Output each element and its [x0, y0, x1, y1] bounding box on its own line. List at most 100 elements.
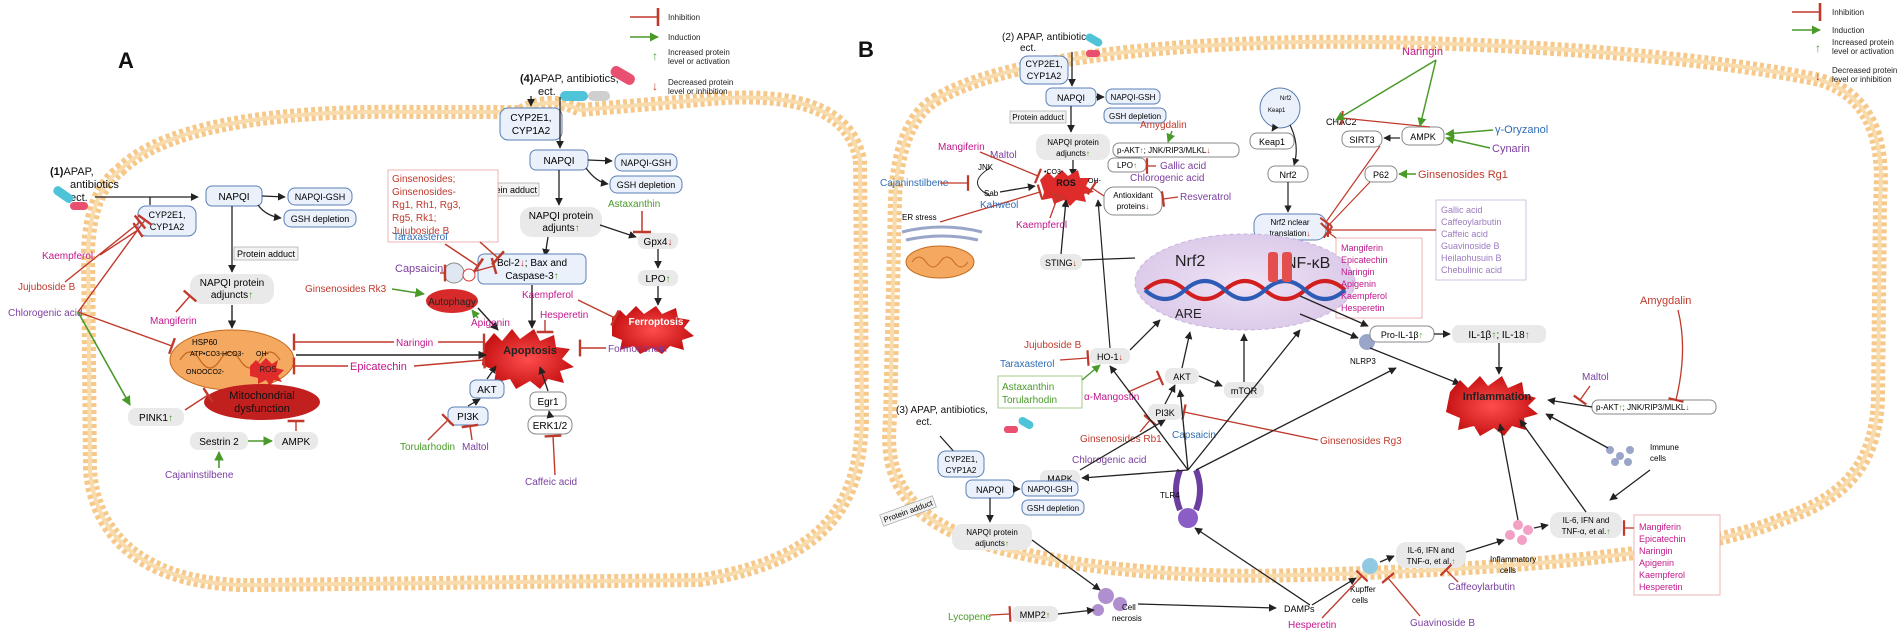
svg-text:adjunts↑: adjunts↑ — [542, 223, 579, 234]
svg-text:Maltol: Maltol — [1582, 372, 1609, 383]
svg-text:mTOR: mTOR — [1231, 386, 1258, 396]
svg-text:AKT: AKT — [1173, 372, 1191, 382]
svg-text:AMPK: AMPK — [282, 437, 311, 448]
compound-list-item: Kaempferol — [1639, 570, 1685, 580]
svg-text:Egr1: Egr1 — [537, 397, 559, 408]
svg-text:NAPQI protein: NAPQI protein — [966, 528, 1018, 537]
svg-text:PI3K: PI3K — [1155, 408, 1175, 418]
svg-text:CYP2E1,: CYP2E1, — [510, 113, 551, 124]
svg-text:Nrf2: Nrf2 — [1280, 96, 1292, 102]
svg-text:Pro-IL-1β↑: Pro-IL-1β↑ — [1381, 330, 1423, 340]
svg-text:Nrf2 nclear: Nrf2 nclear — [1270, 218, 1309, 227]
svg-text:ERK1/2: ERK1/2 — [533, 421, 568, 432]
svg-text:Protein adduct: Protein adduct — [479, 185, 538, 195]
compound-list-item: Kaempferol — [1341, 291, 1387, 301]
svg-text:Induction: Induction — [1832, 26, 1864, 35]
svg-text:OH-: OH- — [256, 351, 270, 358]
svg-text:cells: cells — [1650, 454, 1666, 463]
svg-text:Rg5, Rk1;: Rg5, Rk1; — [392, 213, 436, 224]
svg-text:α-Mangostin: α-Mangostin — [1084, 392, 1139, 403]
svg-text:adjuncts↑: adjuncts↑ — [1056, 149, 1090, 158]
svg-text:CYP1A2: CYP1A2 — [150, 222, 185, 232]
svg-text:Apoptosis: Apoptosis — [503, 345, 557, 357]
svg-text:Keap1: Keap1 — [1259, 137, 1285, 147]
svg-text:necrosis: necrosis — [1112, 614, 1142, 623]
svg-text:Epicatechin: Epicatechin — [350, 361, 407, 373]
svg-text:(4)APAP, antibiotics,: (4)APAP, antibiotics, — [520, 73, 619, 85]
svg-text:Immune: Immune — [1650, 443, 1679, 452]
svg-text:P62: P62 — [1373, 170, 1389, 180]
svg-text:GSH depletion: GSH depletion — [617, 180, 676, 190]
svg-text:Astaxanthin: Astaxanthin — [1002, 382, 1054, 393]
svg-text:Taraxasterol: Taraxasterol — [393, 232, 447, 243]
svg-text:NAPQI: NAPQI — [1057, 93, 1085, 103]
svg-text:Cell: Cell — [1122, 603, 1136, 612]
svg-text:Hesperetin: Hesperetin — [540, 310, 588, 321]
svg-text:γ-Oryzanol: γ-Oryzanol — [1495, 124, 1548, 136]
svg-text:Nrf2: Nrf2 — [1279, 170, 1296, 180]
svg-text:NF-κB: NF-κB — [1285, 255, 1330, 272]
svg-text:Decreased protein: Decreased protein — [1832, 66, 1897, 75]
svg-text:Apigenin: Apigenin — [471, 318, 510, 329]
svg-text:CYP2E1,: CYP2E1, — [148, 210, 185, 220]
svg-text:NAPQI-GSH: NAPQI-GSH — [1028, 485, 1073, 494]
svg-text:Maltol: Maltol — [990, 150, 1017, 161]
svg-text:NAPQI: NAPQI — [976, 485, 1004, 495]
svg-text:adjuncts↑: adjuncts↑ — [975, 539, 1009, 548]
svg-text:Caspase-3↑: Caspase-3↑ — [505, 271, 558, 282]
compound-list-item: Chebulinic acid — [1441, 265, 1502, 275]
svg-text:IL-6, IFN and: IL-6, IFN and — [1563, 516, 1610, 525]
svg-text:GSH depletion: GSH depletion — [1109, 112, 1161, 121]
compound-list-item: Naringin — [1341, 267, 1375, 277]
svg-text:Formononein: Formononein — [608, 344, 667, 355]
svg-text:level or activation: level or activation — [668, 57, 730, 66]
svg-text:NAPQI: NAPQI — [218, 192, 249, 203]
svg-text:Jujuboside B: Jujuboside B — [392, 226, 450, 237]
panel-a-label: A — [118, 48, 134, 73]
svg-text:ect.: ect. — [538, 86, 556, 98]
svg-text:NAPQI protein: NAPQI protein — [1047, 138, 1099, 147]
svg-text:HCO3-: HCO3- — [222, 351, 244, 358]
svg-text:DAMPs: DAMPs — [1284, 604, 1315, 614]
svg-text:GSH depletion: GSH depletion — [291, 214, 350, 224]
svg-text:HO-1↓: HO-1↓ — [1097, 352, 1123, 362]
svg-text:NAPQI: NAPQI — [543, 156, 574, 167]
compound-list-item: Naringin — [1639, 546, 1673, 556]
svg-text:Cynarin: Cynarin — [1492, 143, 1530, 155]
apoptosis-burst — [482, 329, 574, 389]
svg-text:Capsaicin: Capsaicin — [395, 263, 443, 275]
svg-text:TLR4: TLR4 — [1160, 491, 1180, 500]
svg-text:TNF-α, et al.↑: TNF-α, et al.↑ — [1407, 557, 1456, 566]
svg-text:Lycopene: Lycopene — [948, 612, 991, 623]
autophagy-blob — [426, 289, 478, 313]
svg-text:Inhibition: Inhibition — [1832, 8, 1864, 17]
svg-text:STING↓: STING↓ — [1045, 258, 1077, 268]
panel-b-label: B — [858, 37, 874, 62]
svg-text:Naringin: Naringin — [1402, 46, 1443, 58]
svg-text:Sab: Sab — [984, 189, 999, 198]
svg-text:p-AKT↑; JNK/RIP3/MLKL↓: p-AKT↑; JNK/RIP3/MLKL↓ — [1596, 403, 1689, 412]
svg-text:Jujuboside B: Jujuboside B — [18, 282, 76, 293]
svg-text:Capsaicin: Capsaicin — [1172, 430, 1216, 441]
svg-text:Increased protein: Increased protein — [1832, 38, 1894, 47]
svg-text:ONOOCO2-: ONOOCO2- — [186, 369, 225, 376]
inflammation-burst — [1446, 376, 1538, 436]
svg-text:Kaempferol: Kaempferol — [522, 290, 573, 301]
svg-text:Kupffer: Kupffer — [1350, 585, 1376, 594]
svg-text:ect.: ect. — [916, 417, 932, 428]
svg-text:proteins↓: proteins↓ — [1117, 202, 1149, 211]
svg-text:ER stress: ER stress — [902, 213, 937, 222]
svg-text:Antioxidant: Antioxidant — [1113, 191, 1153, 200]
svg-text:GSH depletion: GSH depletion — [1027, 504, 1079, 513]
svg-text:ect.: ect. — [1020, 43, 1036, 54]
svg-text:NAPQI protein: NAPQI protein — [529, 211, 593, 222]
svg-text:(1)APAP,: (1)APAP, — [50, 166, 94, 178]
svg-text:Protein adduct: Protein adduct — [1012, 113, 1064, 122]
svg-text:Autophagy: Autophagy — [428, 297, 476, 308]
svg-text:p-AKT↑; JNK/RIP3/MLKL↓: p-AKT↑; JNK/RIP3/MLKL↓ — [1117, 146, 1210, 155]
svg-text:Ginsenosides Rg3: Ginsenosides Rg3 — [1320, 436, 1402, 447]
svg-text:LPO↑: LPO↑ — [1117, 161, 1137, 170]
svg-text:Jujuboside B: Jujuboside B — [1024, 340, 1082, 351]
cyp-box-a-top — [499, 107, 563, 141]
